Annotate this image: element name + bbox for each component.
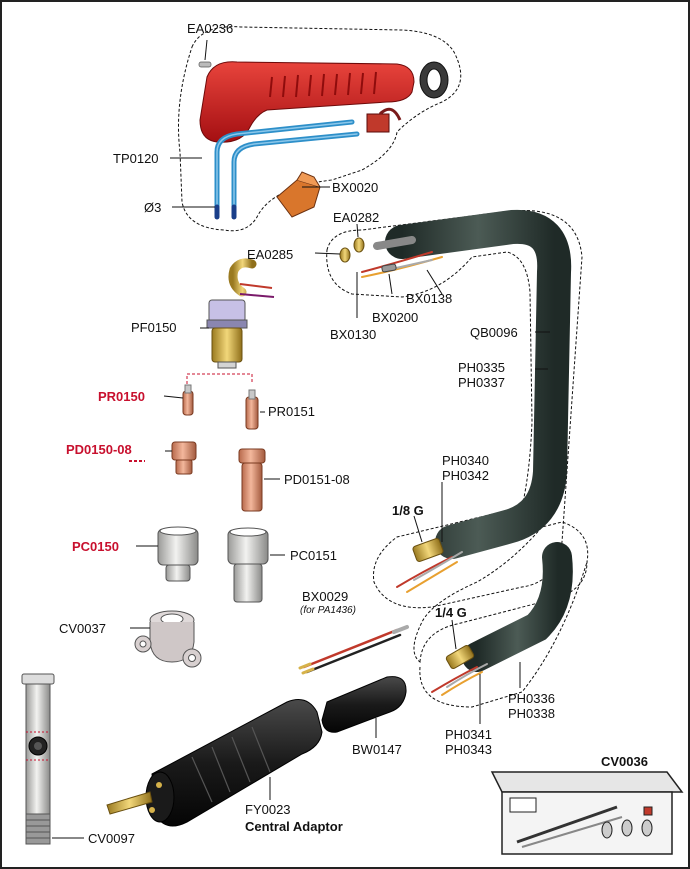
label-qb0096: QB0096	[470, 325, 518, 340]
bw0147-sleeve	[321, 676, 407, 733]
handle-screw	[198, 61, 212, 68]
short-hose-cables	[431, 645, 488, 696]
label-o3: Ø3	[144, 200, 161, 215]
label-cv0036: CV0036	[601, 754, 648, 769]
main-hose	[385, 209, 572, 559]
short-hose	[462, 542, 573, 672]
label-ea0236: EA0236	[187, 21, 233, 36]
label-ph0337: PH0337	[458, 375, 505, 390]
short-hose-outline-2	[419, 561, 588, 708]
ea0282-nut	[353, 237, 365, 253]
torch-handle	[199, 61, 415, 143]
pc0151-nozzle	[227, 527, 269, 603]
cv0037-spacer	[134, 610, 202, 668]
electrode-bracket	[186, 373, 253, 384]
label-bx0029-note: (for PA1436)	[300, 605, 356, 616]
label-pc0151: PC0151	[290, 548, 337, 563]
pd0150-08-tip	[171, 441, 197, 475]
label-bx0130: BX0130	[330, 327, 376, 342]
label-pf0150: PF0150	[131, 320, 177, 335]
gas-tubes	[214, 119, 360, 220]
label-ea0282: EA0282	[333, 210, 379, 225]
label-tp0120: TP0120	[113, 151, 159, 166]
cv0097-holder	[21, 673, 55, 845]
cv0036-case	[490, 771, 684, 855]
label-1-4-g: 1/4 G	[435, 605, 467, 620]
label-ph0338: PH0338	[508, 706, 555, 721]
label-bx0020: BX0020	[332, 180, 378, 195]
label-pd0151-08: PD0151-08	[284, 472, 350, 487]
label-ea0285: EA0285	[247, 247, 293, 262]
label-1-8-g: 1/8 G	[392, 503, 424, 518]
pd0151-08-tip	[238, 448, 266, 512]
hose-bottom-cables	[396, 538, 463, 593]
label-pr0151: PR0151	[268, 404, 315, 419]
handle-kit-outline	[178, 26, 462, 232]
label-pr0150: PR0150	[98, 389, 145, 404]
label-bw0147: BW0147	[352, 742, 402, 757]
handle-grip-ribs	[269, 71, 377, 98]
pf0150-torch-head	[206, 258, 275, 369]
leader-lines	[52, 39, 550, 839]
label-cv0097: CV0097	[88, 831, 135, 846]
label-bx0200: BX0200	[372, 310, 418, 325]
pc0150-nozzle	[157, 526, 199, 582]
bx0200-sleeve	[381, 263, 397, 273]
label-pd0150-08: PD0150-08	[66, 442, 132, 457]
label-ph0342: PH0342	[442, 468, 489, 483]
pr0151-electrode	[245, 389, 259, 430]
fy0023-central-adaptor	[106, 699, 323, 827]
label-ph0340: PH0340	[442, 453, 489, 468]
label-bx0029: BX0029	[302, 589, 348, 604]
label-cv0037: CV0037	[59, 621, 106, 636]
bx0029-cable	[298, 625, 409, 675]
label-ph0343: PH0343	[445, 742, 492, 757]
trigger-switch	[366, 107, 402, 133]
label-fy0023: FY0023	[245, 802, 291, 817]
label-ph0335: PH0335	[458, 360, 505, 375]
pr0150-electrode	[182, 384, 194, 416]
ea0285-nut	[339, 247, 351, 263]
label-bx0138: BX0138	[406, 291, 452, 306]
hose-group-outline	[326, 210, 583, 609]
label-pc0150: PC0150	[72, 539, 119, 554]
label-central-adaptor: Central Adaptor	[245, 819, 343, 834]
lock-ring	[419, 61, 449, 99]
bx0020-connector	[276, 171, 321, 218]
label-ph0341: PH0341	[445, 727, 492, 742]
label-ph0336: PH0336	[508, 691, 555, 706]
hose-top-cables	[361, 236, 443, 278]
